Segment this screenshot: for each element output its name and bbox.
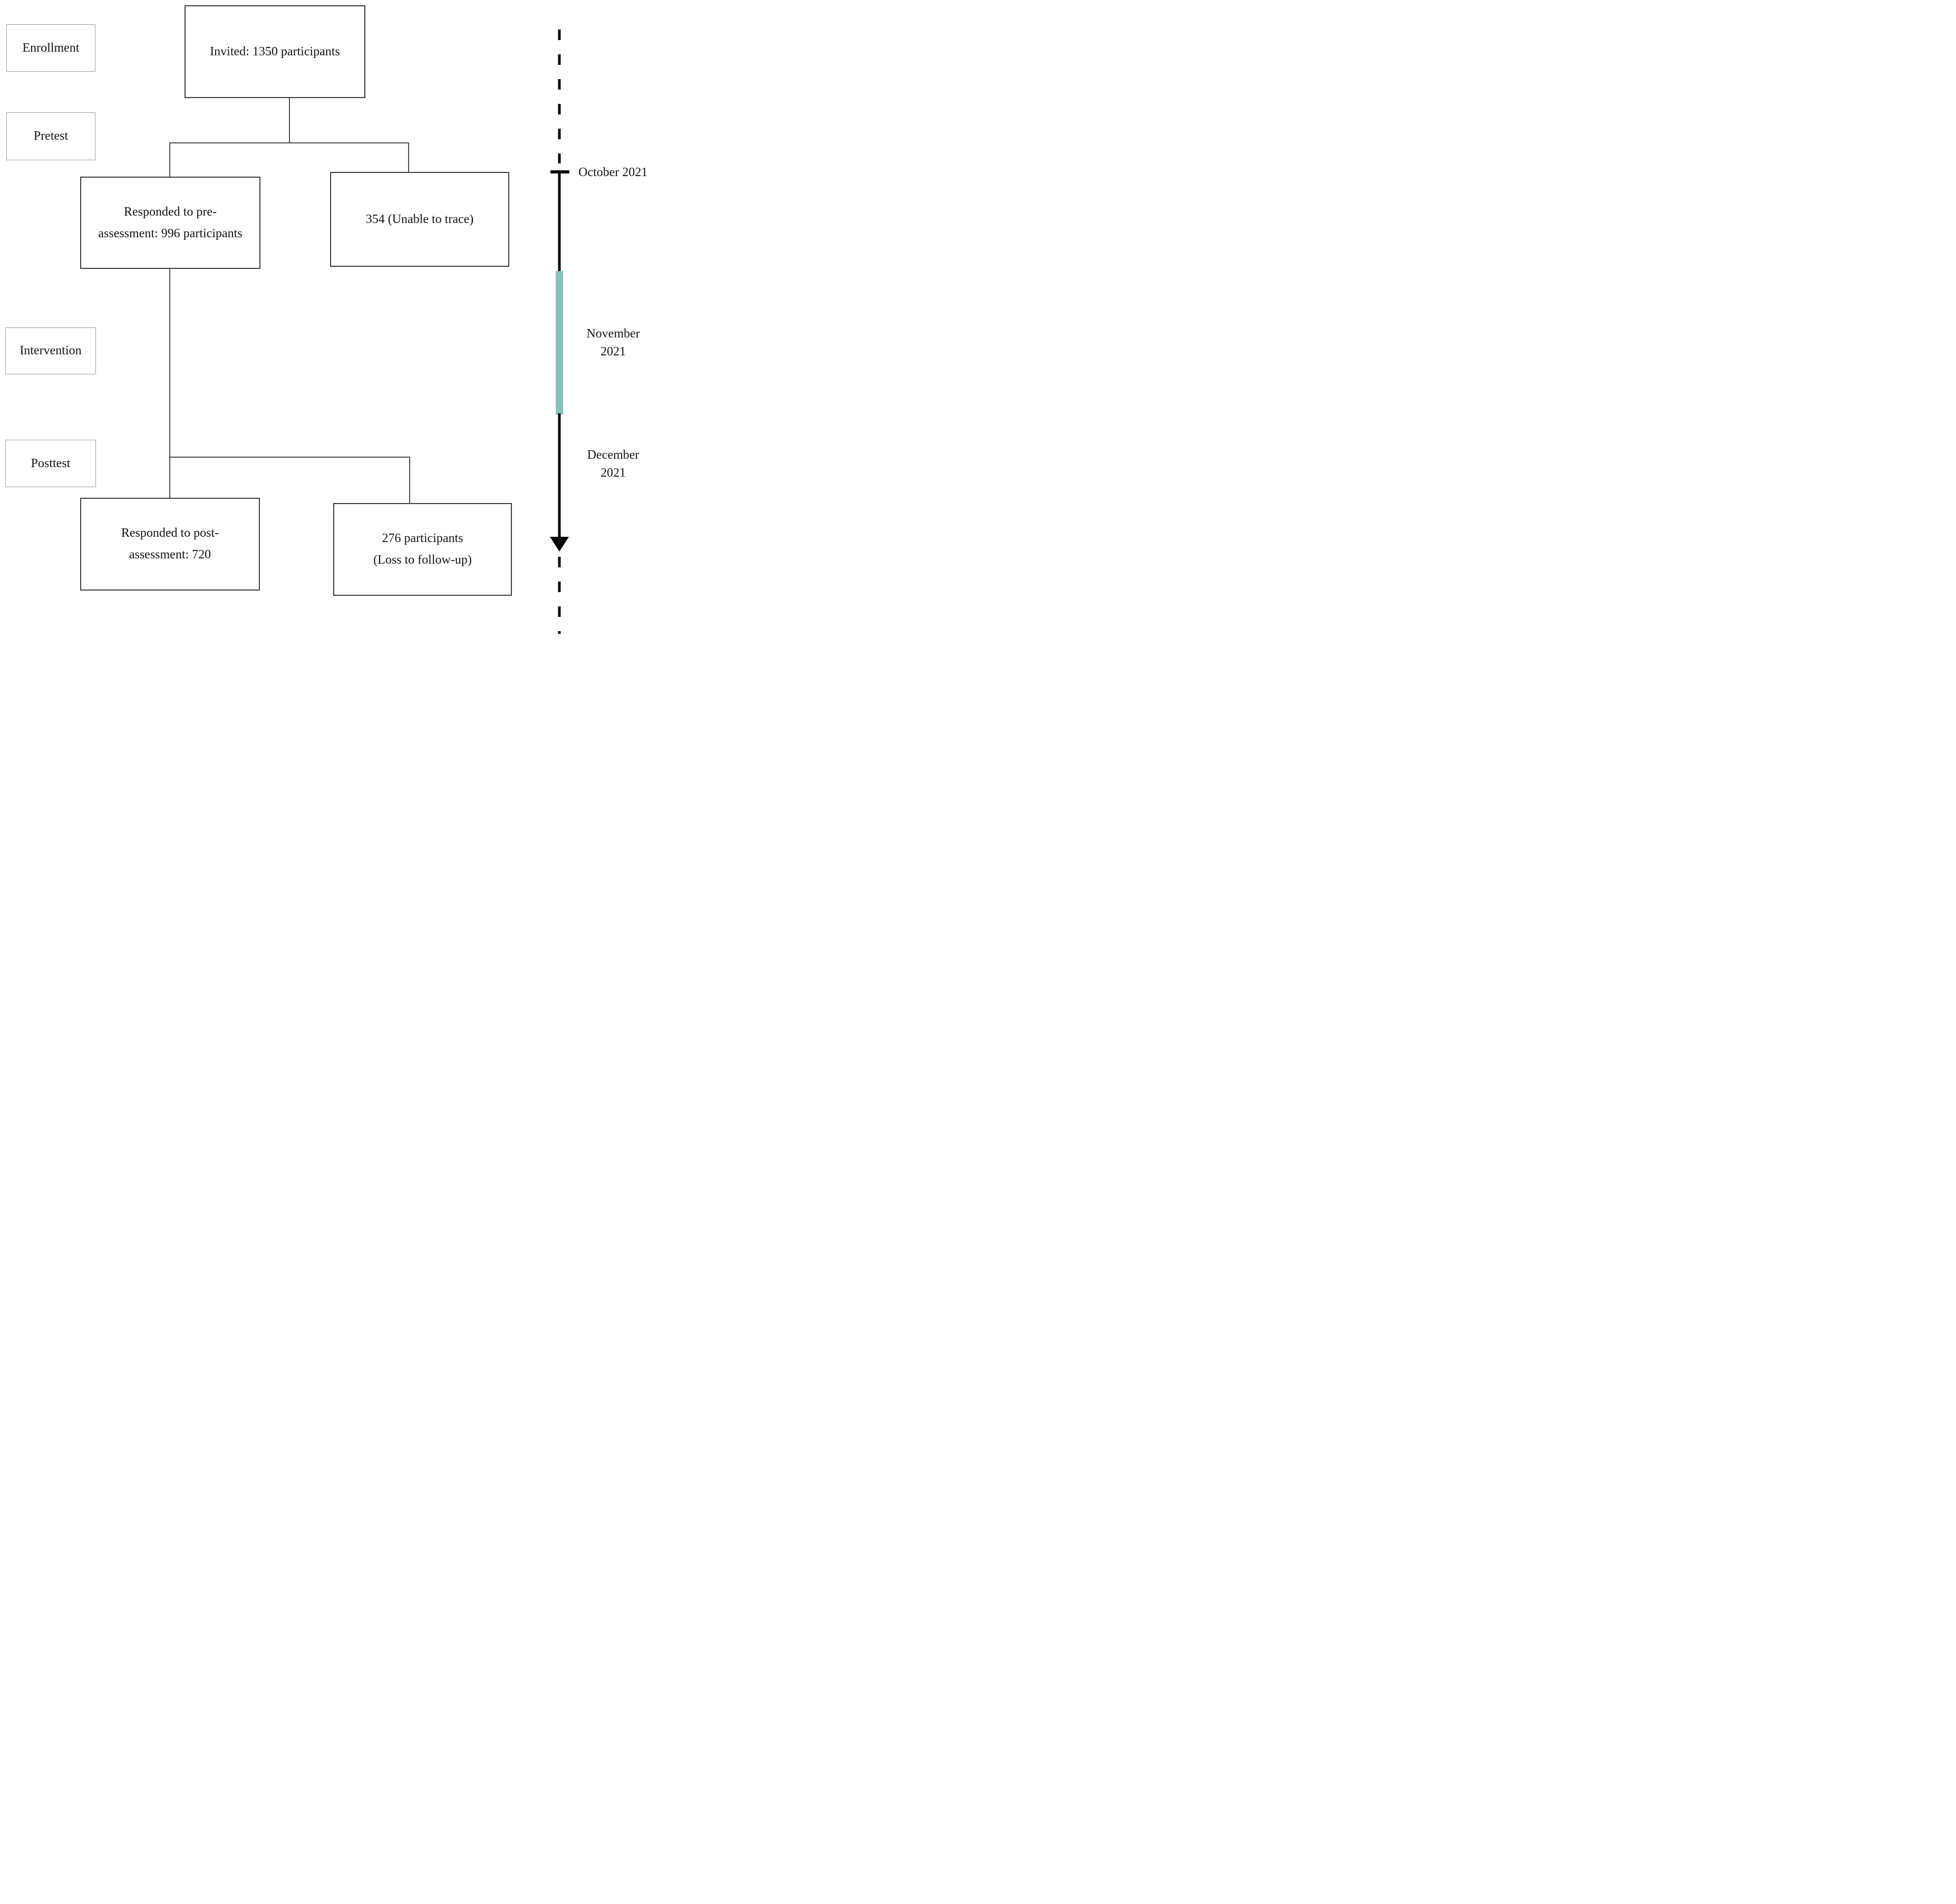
flow-box-text-line1: 276 participants [382,531,463,546]
timeline-label-october: October 2021 [578,166,652,180]
flow-box-invited: Invited: 1350 participants [185,5,365,98]
timeline-label-line2: 2021 [601,345,626,359]
stage-box-pretest: Pretest [6,112,95,160]
timeline-label-line1: December [587,448,640,462]
timeline-label-line1: November [586,327,640,341]
stage-label-pretest: Pretest [33,129,69,143]
stage-label-posttest: Posttest [31,456,71,470]
timeline-tick-october [550,170,569,173]
flow-box-loss-to-follow-up: 276 participants (Loss to follow-up) [333,503,512,596]
arrow-down-icon [550,537,569,552]
flow-box-unable-to-trace: 354 (Unable to trace) [330,172,509,267]
flow-box-text: Invited: 1350 participants [210,44,340,59]
stage-label-enrollment: Enrollment [22,41,80,55]
stage-box-intervention: Intervention [5,327,96,374]
flow-box-text-line2: assessment: 720 [129,548,211,562]
stage-box-enrollment: Enrollment [6,24,95,72]
timeline-label-text: October 2021 [578,166,648,179]
timeline-label-november: November 2021 [575,325,652,361]
flow-box-text-line1: Responded to pre- [124,205,217,219]
timeline-label-line2: 2021 [601,466,626,480]
flow-box-text-line2: (Loss to follow-up) [373,553,472,567]
flow-box-text: 354 (Unable to trace) [365,212,474,226]
timeline-november-highlight-bar [556,271,563,414]
timeline-label-december: December 2021 [575,446,652,482]
flow-box-text-line2: assessment: 996 participants [98,226,243,240]
stage-box-posttest: Posttest [5,440,96,487]
flow-box-post-assessment: Responded to post- assessment: 720 [80,498,260,591]
flow-box-text-line1: Responded to post- [121,526,219,540]
stage-label-intervention: Intervention [20,344,82,357]
study-flow-diagram: Enrollment Pretest Intervention Posttest… [0,0,652,635]
flow-box-pre-assessment: Responded to pre- assessment: 996 partic… [80,177,260,269]
